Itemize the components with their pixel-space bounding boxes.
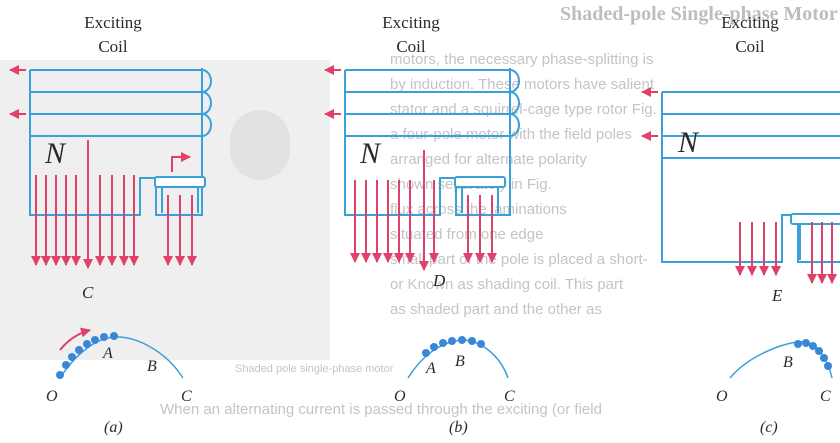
flux-label-b: D <box>432 271 446 290</box>
flux-label-c: E <box>771 286 783 305</box>
background-line: as shaded part and the other as <box>390 301 602 318</box>
background-page: Shaded-pole Single-phase Motor motors, t… <box>0 3 838 418</box>
flux-lines-c <box>740 222 832 283</box>
background-photo <box>0 60 330 360</box>
background-line: arranged for alternate polarity <box>390 151 587 168</box>
coil-label-a-line1: Exciting <box>84 13 142 32</box>
panel-c: Exciting Coil N E <box>642 13 840 436</box>
pole-label-b: N <box>359 137 382 170</box>
caption-b: (b) <box>449 419 468 436</box>
phase-arc-c: B O C <box>716 339 832 405</box>
arc-point-c-start: O <box>716 388 728 405</box>
coil-label-c-line2: Coil <box>735 37 765 56</box>
arc-point-b-start: O <box>394 388 406 405</box>
arc-point-a-end: C <box>181 388 192 405</box>
background-line: small part of the pole is placed a short… <box>390 251 648 268</box>
background-heading: Shaded-pole Single-phase Motor <box>560 3 838 25</box>
phase-arc-b: A B O C <box>394 336 515 405</box>
coil-label-b-line1: Exciting <box>382 13 440 32</box>
arc-point-b-mid: A <box>425 360 436 377</box>
pole-label-c: N <box>677 126 700 159</box>
background-line: or Known as shading coil. This part <box>390 276 624 293</box>
coil-label-a-line2: Coil <box>98 37 128 56</box>
background-line: When an alternating current is passed th… <box>160 401 602 418</box>
caption-a: (a) <box>104 419 123 436</box>
background-line: stator and a squirrel-cage type rotor Fi… <box>390 101 657 118</box>
caption-c: (c) <box>760 419 778 436</box>
arc-point-b-end: C <box>504 388 515 405</box>
flux-label-a: C <box>82 283 94 302</box>
background-line: motors, the necessary phase-splitting is <box>390 51 653 68</box>
arc-point-b-right: B <box>455 353 465 370</box>
background-photo-caption: Shaded pole single-phase motor <box>235 363 394 375</box>
pole-label-a: N <box>44 137 67 170</box>
arc-point-a-start: O <box>46 388 58 405</box>
coil-label-b-line2: Coil <box>396 37 426 56</box>
arc-point-a-right: B <box>147 358 157 375</box>
arc-point-a-mid: A <box>102 345 113 362</box>
coil-label-c-line1: Exciting <box>721 13 779 32</box>
background-line: by induction. These motors have salient <box>390 76 655 93</box>
background-photo-motor <box>230 110 290 180</box>
arc-point-c-right: B <box>783 354 793 371</box>
arc-point-c-end: C <box>820 388 831 405</box>
background-line: situated from one edge <box>390 226 543 243</box>
